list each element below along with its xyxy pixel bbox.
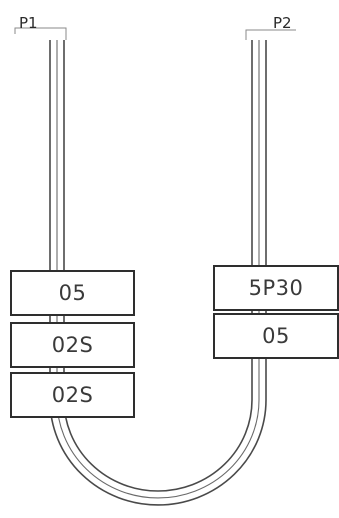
u-tube-outer-wall — [49, 40, 267, 506]
u-tube-center-line — [56, 40, 260, 499]
p1-leader-line — [14, 27, 67, 40]
right-segment-box-2: 05 — [213, 313, 339, 359]
port-label-p1: P1 — [19, 14, 38, 32]
right-segment-box-1: 5P30 — [213, 265, 339, 311]
u-tube-inner-wall — [63, 40, 253, 492]
left-segment-box-1: 05 — [10, 270, 135, 316]
u-tube — [49, 40, 267, 506]
left-segment-box-3: 02S — [10, 372, 135, 418]
port-label-p2: P2 — [273, 14, 292, 32]
p2-leader-line — [245, 29, 296, 40]
left-segment-box-2: 02S — [10, 322, 135, 368]
